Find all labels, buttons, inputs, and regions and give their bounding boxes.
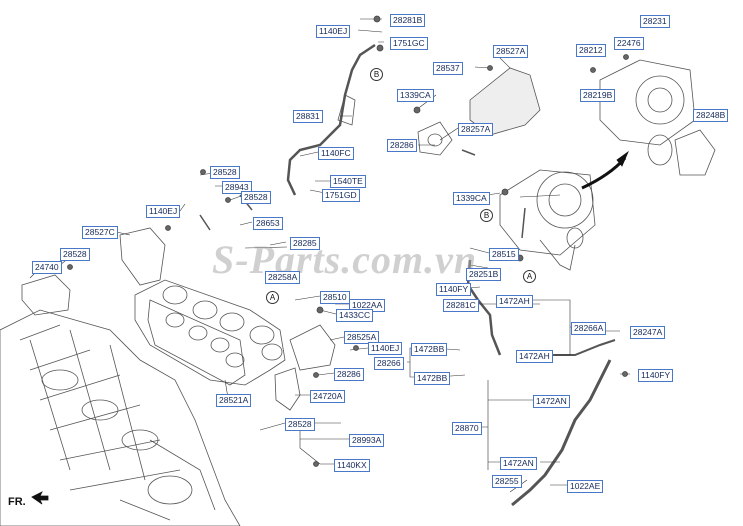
part-label-28286-mid[interactable]: 28286: [334, 368, 364, 381]
part-label-28510[interactable]: 28510: [320, 291, 350, 304]
part-label-28528-d[interactable]: 28528: [285, 418, 315, 431]
part-label-1751gc[interactable]: 1751GC: [390, 37, 428, 50]
manifold-gasket-drawing: [147, 299, 246, 386]
part-label-28286-top[interactable]: 28286: [387, 139, 417, 152]
part-label-28266a[interactable]: 28266A: [571, 322, 607, 335]
part-label-28527a[interactable]: 28527A: [493, 45, 529, 58]
heat-shield-24740: [21, 274, 71, 316]
part-label-22476[interactable]: 22476: [614, 37, 644, 50]
part-label-28993a[interactable]: 28993A: [349, 434, 385, 447]
oil-feed-pipe: [286, 43, 376, 196]
part-label-28281b[interactable]: 28281B: [390, 14, 426, 27]
part-label-1472an-top[interactable]: 1472AN: [533, 395, 570, 408]
bracket-24720a: [274, 367, 301, 411]
part-label-1140ej-left[interactable]: 1140EJ: [146, 205, 181, 218]
part-label-28257a[interactable]: 28257A: [458, 123, 494, 136]
heat-shield-lower: [289, 324, 336, 371]
part-label-1339ca-top[interactable]: 1339CA: [397, 89, 434, 102]
part-label-28870[interactable]: 28870: [452, 422, 482, 435]
part-label-28525a[interactable]: 28525A: [344, 331, 380, 344]
part-label-28528-a[interactable]: 28528: [210, 166, 240, 179]
heat-shield-upper: [469, 67, 541, 136]
part-label-1140fc[interactable]: 1140FC: [318, 147, 354, 160]
part-label-28521a[interactable]: 28521A: [216, 394, 252, 407]
part-label-28528-c[interactable]: 28528: [60, 248, 90, 261]
part-label-1433cc[interactable]: 1433CC: [336, 309, 374, 322]
part-label-1022ae[interactable]: 1022AE: [567, 480, 604, 493]
part-label-28266[interactable]: 28266: [374, 357, 404, 370]
water-hose-870: [511, 359, 612, 507]
part-label-1540te[interactable]: 1540TE: [330, 175, 366, 188]
part-label-28219b[interactable]: 28219B: [580, 89, 616, 102]
reference-a-center: A: [523, 270, 536, 283]
part-label-28212[interactable]: 28212: [576, 44, 606, 57]
front-orientation-label: FR.: [8, 496, 26, 508]
part-label-28528-b[interactable]: 28528: [241, 191, 271, 204]
part-label-28258a[interactable]: 28258A: [265, 271, 301, 284]
part-label-1472ah-bottom[interactable]: 1472AH: [516, 350, 553, 363]
part-label-28515[interactable]: 28515: [489, 248, 519, 261]
reference-a-manifold: A: [266, 291, 279, 304]
heat-shield-27c: [119, 227, 166, 286]
part-label-28248b[interactable]: 28248B: [693, 109, 729, 122]
exhaust-manifold-drawing: [134, 279, 286, 386]
part-label-1140fy-center[interactable]: 1140FY: [436, 283, 472, 296]
part-label-28251b[interactable]: 28251B: [466, 268, 502, 281]
part-label-1751gd[interactable]: 1751GD: [322, 189, 360, 202]
reference-b-center: B: [480, 209, 493, 222]
part-label-28537[interactable]: 28537: [433, 62, 463, 75]
engine-block-drawing: [0, 309, 241, 526]
part-label-1140ej-mid[interactable]: 1140EJ: [368, 342, 403, 355]
part-label-28943[interactable]: 28943: [222, 181, 252, 194]
part-label-1472ah-top[interactable]: 1472AH: [496, 295, 533, 308]
part-label-1140fy-right[interactable]: 1140FY: [638, 369, 674, 382]
part-label-24720a[interactable]: 24720A: [310, 390, 346, 403]
part-label-28831[interactable]: 28831: [293, 110, 323, 123]
part-label-1472bb-top[interactable]: 1472BB: [411, 343, 448, 356]
reference-b-upper: B: [370, 68, 383, 81]
part-label-28247a[interactable]: 28247A: [630, 326, 666, 339]
turbocharger-drawing: [499, 169, 596, 271]
part-label-1140kx[interactable]: 1140KX: [334, 459, 370, 472]
part-label-1472bb-bottom[interactable]: 1472BB: [414, 372, 451, 385]
part-label-28255[interactable]: 28255: [492, 475, 522, 488]
part-label-28281c[interactable]: 28281C: [443, 299, 479, 312]
part-label-28653[interactable]: 28653: [253, 217, 283, 230]
part-label-28527c[interactable]: 28527C: [82, 226, 118, 239]
part-label-1472an-bottom[interactable]: 1472AN: [500, 457, 537, 470]
part-label-24740[interactable]: 24740: [32, 261, 62, 274]
turbocharger-detail-drawing: [599, 59, 716, 176]
part-label-1339ca-center[interactable]: 1339CA: [453, 192, 490, 205]
part-label-1140ej-top[interactable]: 1140EJ: [316, 25, 351, 38]
turbo-gasket: [417, 121, 453, 156]
part-label-28285-top[interactable]: 28285: [290, 237, 320, 250]
part-label-28231[interactable]: 28231: [640, 15, 670, 28]
